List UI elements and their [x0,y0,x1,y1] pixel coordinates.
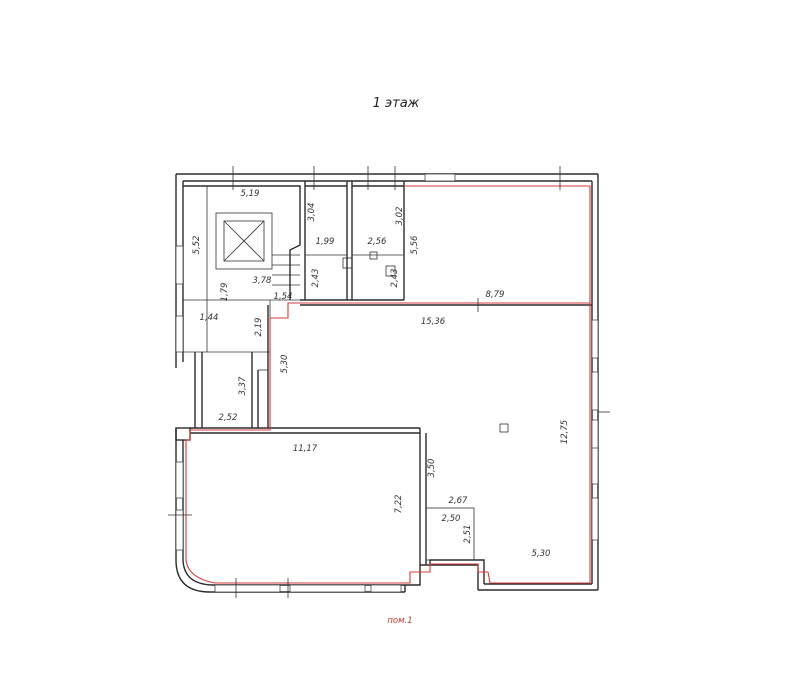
dim-12-75: 12,75 [560,420,570,444]
dim-1-99: 1,99 [316,237,335,247]
dim-2-52: 2,52 [219,413,238,423]
dim-2-51: 2,51 [463,525,473,544]
dimension-labels: 5,19 5,52 3,78 1,79 1,44 1,54 2,19 3,04 … [192,189,570,559]
dim-2-50: 2,50 [442,514,461,524]
axis-ticks [168,166,610,598]
dim-3-02: 3,02 [395,207,405,226]
dim-5-30-left: 5,30 [280,355,290,374]
dim-2-43-right: 2,43 [390,269,400,288]
dim-15-36: 15,36 [421,317,446,327]
dim-3-37: 3,37 [238,376,248,396]
dim-3-50: 3,50 [427,459,437,478]
interior-walls [183,181,592,565]
premises-label: пом.1 [387,616,412,626]
dim-7-22: 7,22 [394,495,404,514]
dim-5-30-right: 5,30 [532,549,551,559]
windows [175,173,599,593]
dim-5-19: 5,19 [241,189,260,199]
dim-1-79: 1,79 [220,283,230,302]
dim-2-56: 2,56 [368,237,388,247]
dim-1-44: 1,44 [200,313,219,323]
dim-2-43-left: 2,43 [311,269,321,288]
dim-2-19: 2,19 [254,318,264,337]
dim-8-79: 8,79 [486,290,505,300]
dim-11-17: 11,17 [293,444,318,454]
floor-title: 1 этаж [373,96,420,111]
dim-3-04: 3,04 [307,203,317,222]
dim-1-54: 1,54 [274,292,293,302]
dim-3-78: 3,78 [253,276,273,286]
dim-5-52: 5,52 [192,236,202,255]
dim-5-56: 5,56 [410,235,420,255]
premises-boundary [185,185,591,584]
dim-2-67: 2,67 [449,496,469,506]
